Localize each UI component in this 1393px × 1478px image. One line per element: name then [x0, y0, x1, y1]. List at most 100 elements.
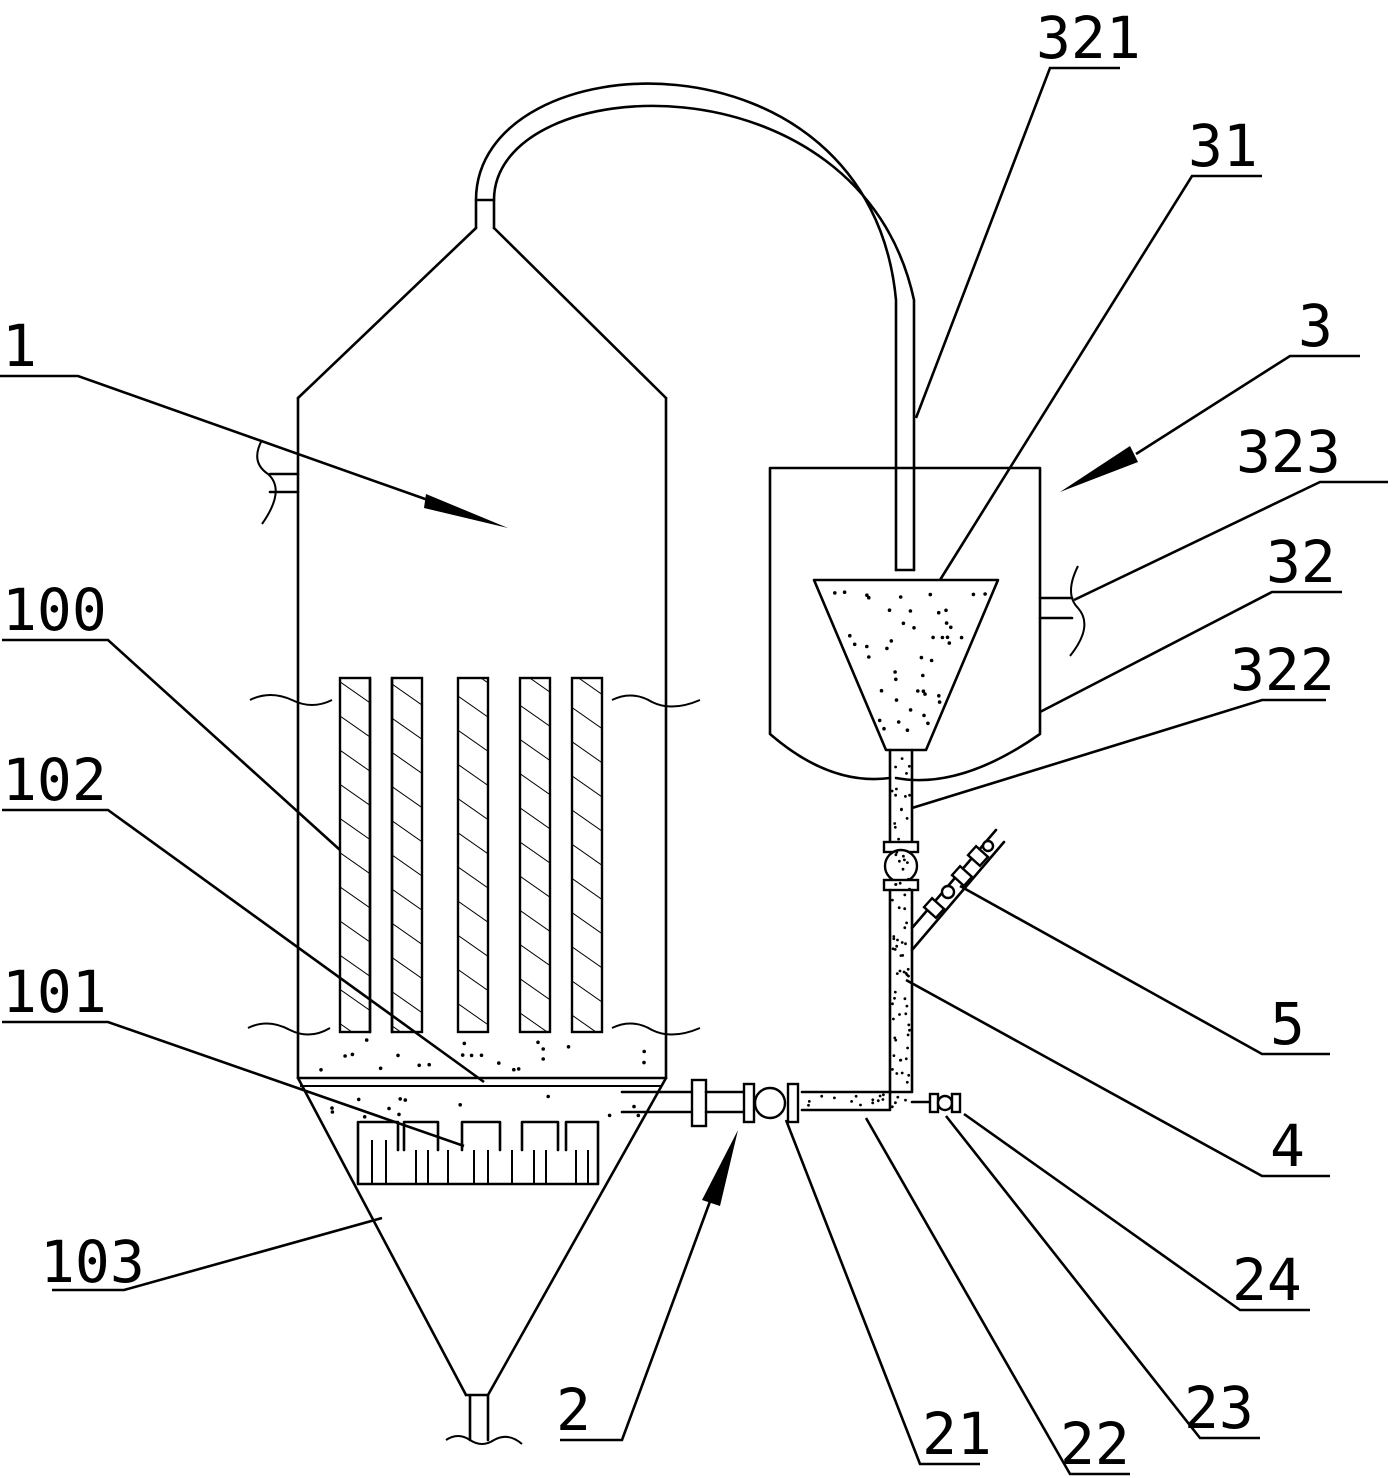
- particle: [892, 1054, 896, 1057]
- particle: [898, 595, 903, 599]
- particle: [350, 1052, 355, 1057]
- particle: [900, 757, 904, 760]
- particle: [904, 795, 907, 798]
- particle: [632, 1104, 636, 1109]
- particle: [893, 670, 897, 674]
- particle: [362, 1115, 367, 1119]
- break-mark: [611, 694, 701, 708]
- break-mark: [247, 1022, 331, 1036]
- particle: [905, 728, 910, 732]
- particle: [905, 973, 909, 977]
- particle: [536, 1040, 540, 1045]
- particle: [928, 592, 933, 597]
- particle: [897, 837, 900, 841]
- particle: [403, 1098, 408, 1102]
- particle: [398, 1097, 403, 1101]
- nozzle-break-mark: [256, 439, 277, 525]
- particle: [396, 1053, 400, 1058]
- label-5: 5: [1270, 990, 1305, 1058]
- particle: [903, 926, 907, 930]
- particle: [901, 954, 905, 957]
- particle: [541, 1057, 545, 1061]
- particle: [867, 595, 871, 600]
- particle: [900, 807, 903, 811]
- particle: [912, 626, 916, 630]
- particle: [971, 592, 976, 597]
- break-mark: [611, 1022, 701, 1036]
- label-32: 32: [1266, 528, 1336, 596]
- particle: [908, 887, 911, 891]
- particle: [894, 698, 899, 702]
- branch-fittings: [922, 839, 995, 920]
- particle: [833, 1096, 836, 1100]
- particle: [887, 608, 892, 612]
- label-3: 3: [1298, 292, 1333, 360]
- particle: [833, 591, 837, 595]
- particle: [889, 639, 894, 643]
- particle: [343, 1054, 347, 1058]
- particle: [906, 1033, 910, 1037]
- particle: [896, 938, 899, 942]
- particle: [937, 694, 941, 698]
- separator-tank: [768, 466, 1086, 782]
- break-mark: [249, 694, 333, 706]
- tank-nozzle: [1038, 596, 1074, 620]
- particle: [642, 1060, 646, 1065]
- hopper-particles: [833, 590, 987, 732]
- particle: [949, 625, 953, 630]
- particle: [895, 850, 899, 854]
- particle: [458, 1103, 463, 1107]
- particle: [807, 1103, 810, 1107]
- particle: [893, 948, 897, 951]
- particle: [901, 621, 906, 626]
- particle: [891, 898, 894, 902]
- particle: [877, 718, 882, 723]
- particle: [903, 858, 906, 862]
- particle: [931, 635, 935, 640]
- particle: [905, 772, 908, 775]
- label-100: 100: [2, 576, 107, 644]
- label-24: 24: [1232, 1246, 1302, 1314]
- particle: [642, 1049, 646, 1054]
- particle: [417, 1063, 422, 1068]
- label-102: 102: [2, 746, 107, 814]
- particle: [881, 1098, 885, 1101]
- particle: [900, 941, 904, 944]
- particle: [895, 972, 899, 975]
- particle: [940, 635, 945, 640]
- particle: [378, 1066, 383, 1071]
- particle: [904, 942, 907, 946]
- callout-labels: 1 100 102 101 103 2 21 22 23 24 4 5 3 32…: [2, 4, 1341, 1478]
- particle: [892, 937, 896, 941]
- particle: [902, 854, 905, 858]
- particle: [891, 1002, 894, 1006]
- particle: [903, 997, 907, 1001]
- particle: [876, 1099, 880, 1103]
- particle: [983, 592, 987, 596]
- reactor-top-cone: [296, 226, 668, 400]
- particle: [904, 1012, 908, 1016]
- particle: [848, 633, 852, 638]
- particle: [546, 1094, 550, 1099]
- particle: [842, 590, 847, 594]
- reactor-bottom-outlet: [464, 1393, 490, 1442]
- particle: [894, 853, 898, 857]
- particle: [878, 1094, 882, 1098]
- particle: [906, 967, 910, 971]
- particle: [907, 1023, 911, 1027]
- particle: [330, 1106, 334, 1110]
- particle: [512, 1067, 516, 1072]
- particle: [892, 1017, 895, 1021]
- label-101: 101: [2, 958, 107, 1026]
- tank-body: [768, 466, 1042, 782]
- particle: [356, 1097, 361, 1102]
- leader-lines: [0, 66, 1388, 1476]
- particle: [900, 1071, 904, 1075]
- particle: [882, 726, 886, 731]
- particle: [462, 1041, 467, 1046]
- particle: [921, 689, 926, 693]
- particle: [460, 1053, 465, 1057]
- particle: [364, 1038, 369, 1042]
- tube-bundle: [338, 676, 604, 1034]
